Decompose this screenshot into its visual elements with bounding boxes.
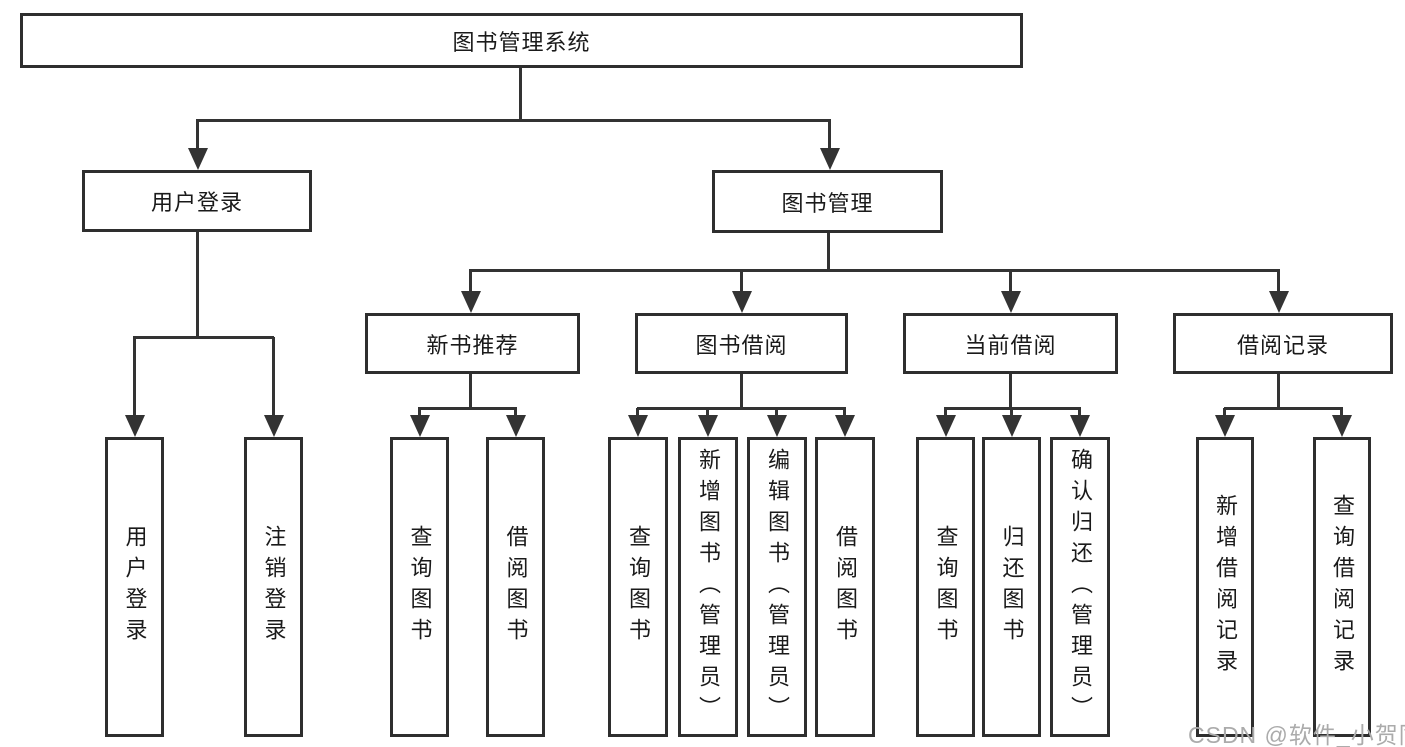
node-root-label: 图书管理系统 <box>452 29 591 55</box>
connector-borrowing-split <box>637 407 846 410</box>
leaf-edit-book-admin: 编辑图书（管理员） <box>747 437 807 737</box>
arrow-down-add-borrow-record <box>1214 408 1235 437</box>
leaf-add-book-admin: 新增图书（管理员） <box>678 437 738 737</box>
connector-root-drop <box>519 68 522 122</box>
connector-recommend-drop <box>469 374 472 410</box>
arrow-down-query-books-borrowing <box>627 408 648 437</box>
leaf-return-book: 归还图书 <box>982 437 1041 737</box>
leaf-add-borrow-record-label: 新增借阅记录 <box>1213 494 1238 680</box>
arrow-down-borrow-books-borrowing <box>834 408 855 437</box>
leaf-add-book-admin-label: 新增图书（管理员） <box>696 447 721 727</box>
connector-user-login-drop <box>196 232 199 339</box>
connector-root-split <box>196 119 831 122</box>
leaf-borrow-books-recommend-label: 借阅图书 <box>503 525 529 649</box>
arrow-down-confirm-return <box>1069 408 1090 437</box>
node-user-login: 用户登录 <box>82 170 312 232</box>
connector-records-drop <box>1277 374 1280 410</box>
leaf-query-books-recommend: 查询图书 <box>390 437 449 737</box>
arrow-down-current-borrowing <box>1000 270 1021 313</box>
leaf-user-login-label: 用户登录 <box>122 525 148 649</box>
node-current-borrowing-label: 当前借阅 <box>964 332 1057 358</box>
leaf-query-books-borrowing-label: 查询图书 <box>626 525 651 649</box>
arrow-down-add-book <box>697 408 718 437</box>
leaf-query-books-borrowing: 查询图书 <box>608 437 668 737</box>
node-current-borrowing: 当前借阅 <box>903 313 1118 374</box>
arrow-down-query-borrow-record <box>1331 408 1352 437</box>
leaf-return-book-label: 归还图书 <box>999 525 1025 649</box>
arrow-down-return-book <box>1001 408 1022 437</box>
leaf-query-books-recommend-label: 查询图书 <box>407 525 433 649</box>
leaf-edit-book-admin-label: 编辑图书（管理员） <box>765 447 790 727</box>
leaf-query-borrow-record-label: 查询借阅记录 <box>1330 494 1355 680</box>
node-root: 图书管理系统 <box>20 13 1023 68</box>
connector-book-management-drop <box>827 233 830 272</box>
arrow-down-edit-book <box>766 408 787 437</box>
csdn-watermark: CSDN @软件_小贺同学 <box>1188 722 1405 747</box>
arrow-down-query-books-recommend <box>409 408 430 437</box>
leaf-add-borrow-record: 新增借阅记录 <box>1196 437 1254 737</box>
leaf-confirm-return-admin: 确认归还（管理员） <box>1050 437 1110 737</box>
leaf-logout: 注销登录 <box>244 437 303 737</box>
node-new-book-recommend: 新书推荐 <box>365 313 580 374</box>
leaf-query-books-current-label: 查询图书 <box>933 525 959 649</box>
arrow-down-leaf-logout <box>263 337 284 437</box>
node-book-borrowing-label: 图书借阅 <box>695 332 788 358</box>
leaf-query-books-current: 查询图书 <box>916 437 975 737</box>
node-borrow-records-label: 借阅记录 <box>1236 332 1329 358</box>
arrow-down-borrow-books-recommend <box>505 408 526 437</box>
arrow-down-borrow-records <box>1268 270 1289 313</box>
connector-borrowing-drop <box>740 374 743 410</box>
leaf-query-borrow-record: 查询借阅记录 <box>1313 437 1371 737</box>
leaf-borrow-books-borrowing-label: 借阅图书 <box>833 525 858 649</box>
arrow-down-query-books-current <box>935 408 956 437</box>
leaf-borrow-books-borrowing: 借阅图书 <box>815 437 875 737</box>
arrow-down-new-book-recommend <box>460 270 481 313</box>
node-book-borrowing: 图书借阅 <box>635 313 848 374</box>
node-user-login-label: 用户登录 <box>150 190 243 215</box>
connector-records-split <box>1224 407 1343 410</box>
node-book-management-label: 图书管理 <box>781 190 874 216</box>
connector-user-login-split <box>133 336 274 339</box>
leaf-borrow-books-recommend: 借阅图书 <box>486 437 545 737</box>
connector-recommend-split <box>418 407 517 410</box>
leaf-confirm-return-admin-label: 确认归还（管理员） <box>1068 447 1093 727</box>
arrow-down-leaf-user-login <box>124 337 145 437</box>
leaf-user-login: 用户登录 <box>105 437 164 737</box>
arrow-down-book-management <box>819 120 840 170</box>
node-borrow-records: 借阅记录 <box>1173 313 1393 374</box>
arrow-down-user-login <box>187 120 208 170</box>
node-new-book-recommend-label: 新书推荐 <box>426 332 519 358</box>
connector-book-management-split <box>469 269 1280 272</box>
node-book-management: 图书管理 <box>712 170 943 233</box>
leaf-logout-label: 注销登录 <box>261 525 287 649</box>
connector-current-drop <box>1009 374 1012 410</box>
arrow-down-book-borrowing <box>731 270 752 313</box>
